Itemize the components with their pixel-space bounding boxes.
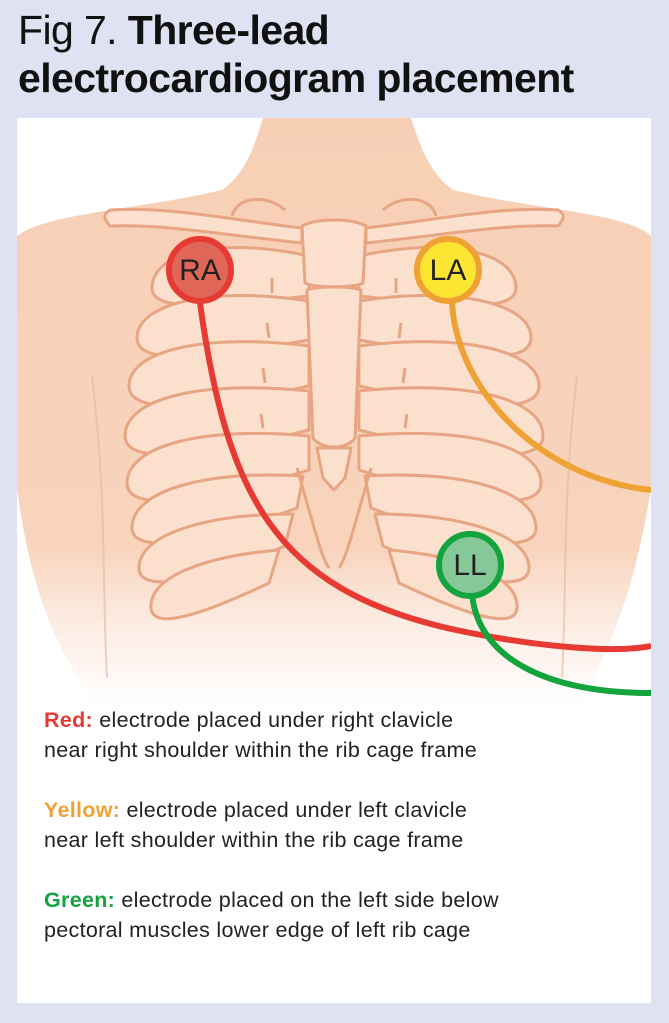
la-lead-wire (449, 302, 651, 493)
legend-text-red-line1: electrode placed under right clavicle (99, 708, 454, 732)
sternum (300, 218, 368, 289)
diagram-panel: RA LA LL Red: electrode placed under rig… (17, 118, 651, 1003)
ll-electrode (436, 531, 504, 599)
legend-text-yellow-line2: near left shoulder within the rib cage f… (44, 828, 464, 852)
ra-lead-wire (197, 302, 651, 652)
legend-key-yellow: Yellow: (44, 798, 121, 822)
ra-electrode (166, 236, 234, 304)
figure-number: Fig 7. (18, 7, 118, 53)
legend-green: Green: electrode placed on the left side… (44, 885, 499, 945)
ll-electrode-label: LL (453, 549, 487, 582)
figure-title-line1: Three-lead (127, 7, 330, 53)
figure-title-line2: electrocardiogram placement (18, 55, 574, 101)
legend-text-red-line2: near right shoulder within the rib cage … (44, 738, 477, 762)
legend-red: Red: electrode placed under right clavic… (44, 705, 477, 765)
legend-text-green-line2: pectoral muscles lower edge of left rib … (44, 918, 471, 942)
la-electrode-label: LA (429, 254, 467, 287)
legend-key-green: Green: (44, 888, 116, 912)
ll-lead-wire (469, 592, 651, 696)
left-clavicle (364, 207, 565, 245)
torso-illustration (17, 118, 651, 718)
legend-yellow: Yellow: electrode placed under left clav… (44, 795, 467, 855)
legend-text-yellow-line1: electrode placed under left clavicle (126, 798, 468, 822)
legend-text-green-line1: electrode placed on the left side below (121, 888, 499, 912)
legend-key-red: Red: (44, 708, 93, 732)
ra-electrode-label: RA (179, 254, 221, 287)
right-clavicle (103, 207, 304, 245)
figure-title: Fig 7. Three-lead electrocardiogram plac… (18, 6, 658, 102)
la-electrode (414, 236, 482, 304)
